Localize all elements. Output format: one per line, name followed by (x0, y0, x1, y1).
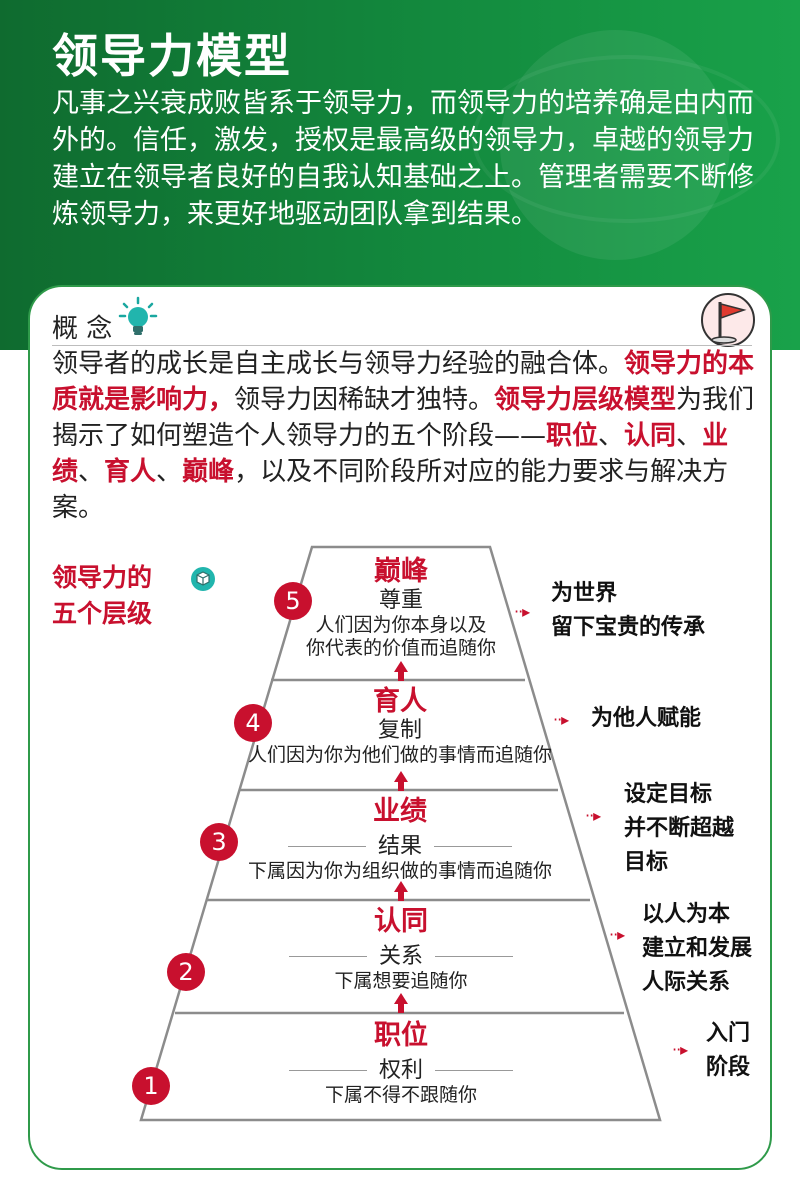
divider-dash (435, 956, 513, 957)
level-3-block: 业绩 结果 下属因为你为组织做的事情而追随你 (215, 796, 585, 883)
header-banner: 领导力模型 凡事之兴衰成败皆系于领导力，而领导力的培养确是由内而外的。信任，激发… (0, 0, 800, 350)
level-2-side-note: 以人为本 建立和发展 人际关系 (642, 898, 752, 1000)
concept-separator: 、 (156, 457, 183, 487)
level-3-name: 业绩 (373, 796, 427, 827)
arrow-up-icon (394, 993, 408, 1013)
level-5-desc-1: 人们因为你本身以及 (315, 614, 487, 636)
divider-dash (288, 1070, 367, 1071)
lightbulb-icon (118, 296, 158, 335)
pointer-arrow-icon: ··▸ (672, 1040, 688, 1059)
level-3-sub: 结果 (377, 833, 422, 859)
level-2-desc: 下属想要追随你 (334, 969, 468, 992)
levels-heading: 领导力的 五个层级 (52, 560, 152, 632)
concept-label: 概 念 (52, 314, 113, 344)
level-2-sub: 关系 (378, 943, 423, 969)
level-5-side-note: 为世界 留下宝贵的传承 (551, 577, 705, 645)
divider-dash (287, 846, 366, 847)
divider-dash (288, 956, 367, 957)
concept-paragraph: 领导者的成长是自主成长与领导力经验的融合体。领导力的本质就是影响力，领导力因稀缺… (52, 346, 762, 526)
concept-text-1: 领导者的成长是自主成长与领导力经验的融合体。 (52, 349, 625, 379)
flag-icon (701, 293, 755, 347)
level-4-side-line: 为他人赋能 (591, 706, 702, 731)
header-decoration-ring (472, 55, 780, 223)
level-1-name: 职位 (374, 1020, 428, 1051)
level-5-desc-2: 你代表的价值而追随你 (305, 637, 496, 659)
level-1-side-line: 阶段 (706, 1055, 751, 1080)
level-1-side-line: 入门 (706, 1021, 751, 1046)
levels-heading-line2: 五个层级 (52, 599, 153, 628)
level-4-name: 育人 (373, 686, 427, 717)
pointer-arrow-icon: ··▸ (553, 710, 569, 729)
level-2-side-line: 人际关系 (642, 970, 731, 995)
level-5-name: 巅峰 (374, 556, 428, 587)
level-1-desc: 下属不得不跟随你 (324, 1083, 477, 1106)
page-title: 领导力模型 (52, 29, 292, 83)
concept-divider (52, 345, 752, 346)
levels-heading-line1: 领导力的 (52, 563, 153, 592)
concept-text-4: ，以及不同阶段所对应的能力要求与解决方案。 (52, 457, 729, 523)
level-4-desc: 人们因为你为他们做的事情而追随你 (247, 744, 552, 766)
pointer-arrow-icon: ··▸ (514, 602, 530, 621)
level-3-side-note: 设定目标 并不断超越 目标 (624, 778, 734, 880)
cube-icon (191, 567, 215, 591)
concept-text-3: 为我们揭示了如何塑造个人领导力的五个阶段—— (52, 385, 755, 451)
level-1-badge: 1 (132, 1067, 170, 1105)
level-1-block: 职位 权利 下属不得不跟随你 (230, 1020, 572, 1107)
level-2-side-line: 建立和发展 (642, 936, 753, 961)
concept-highlight-essence: 领导力的本质就是影响力， (52, 349, 755, 415)
level-3-badge: 3 (200, 823, 238, 861)
level-5-side-line: 留下宝贵的传承 (551, 615, 706, 640)
pointer-arrow-icon: ··▸ (609, 925, 625, 944)
concept-stage-pinnacle: 巅峰 (182, 457, 235, 487)
concept-stage-position: 职位 (546, 421, 599, 451)
level-3-side-line: 并不断超越 (624, 816, 735, 841)
level-4-side-note: 为他人赋能 (591, 702, 701, 736)
level-3-side-line: 目标 (624, 850, 669, 875)
level-2-side-line: 以人为本 (642, 902, 731, 927)
level-5-block: 巅峰 尊重 人们因为你本身以及 你代表的价值而追随你 (270, 556, 532, 660)
arrow-up-icon (394, 661, 408, 681)
concept-text-2: 领导力因稀缺才独特。 (234, 385, 495, 415)
level-1-sub: 权利 (378, 1057, 423, 1083)
divider-dash (434, 846, 512, 847)
concept-separator: 、 (676, 421, 703, 451)
level-4-sub: 复制 (377, 718, 422, 743)
level-2-block: 认同 关系 下属想要追随你 (230, 906, 572, 993)
level-2-name: 认同 (374, 906, 428, 937)
level-5-badge: 5 (274, 582, 312, 620)
level-5-sub: 尊重 (378, 588, 423, 613)
pointer-arrow-icon: ··▸ (585, 806, 601, 825)
concept-highlight-model: 领导力层级模型 (494, 385, 677, 415)
level-3-side-line: 设定目标 (624, 782, 713, 807)
level-3-desc: 下属因为你为组织做的事情而追随你 (247, 859, 552, 882)
concept-stage-production: 业绩 (52, 421, 729, 487)
level-4-badge: 4 (234, 704, 272, 742)
arrow-up-icon (394, 771, 408, 791)
level-5-side-line: 为世界 (551, 581, 618, 606)
intro-text: 凡事之兴衰成败皆系于领导力，而领导力的培养确是由内而外的。信任，激发，授权是最高… (52, 88, 754, 230)
concept-stage-people-development: 育人 (104, 457, 157, 487)
concept-stage-permission: 认同 (624, 421, 677, 451)
concept-separator: 、 (598, 421, 625, 451)
concept-separator: 、 (78, 457, 105, 487)
arrow-up-icon (394, 881, 408, 901)
level-4-block: 育人 复制 人们因为你为他们做的事情而追随你 (230, 686, 570, 767)
divider-dash (435, 1070, 513, 1071)
level-1-side-note: 入门 阶段 (706, 1017, 750, 1085)
level-2-badge: 2 (167, 953, 205, 991)
